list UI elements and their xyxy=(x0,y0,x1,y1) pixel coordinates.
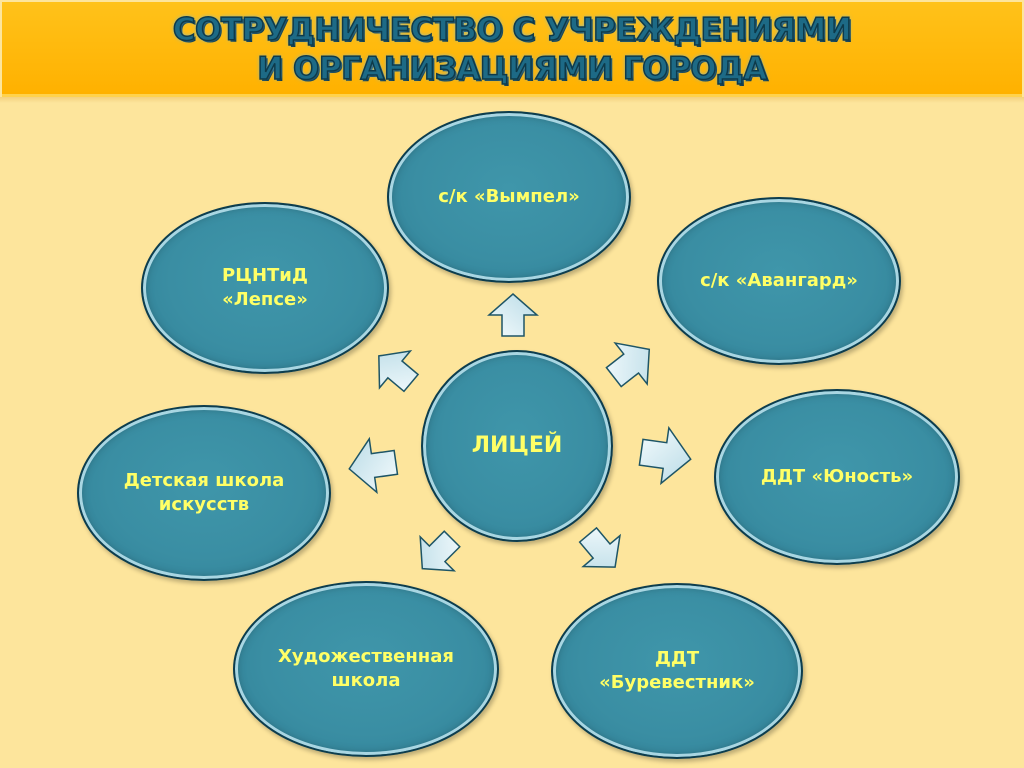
node-label: ДДТ «Юность» xyxy=(760,466,914,487)
node-label: РЦНТиД «Лепсе» xyxy=(222,265,308,310)
node-yunost: ДДТ «Юность» xyxy=(714,389,960,565)
arrow-to-art-school xyxy=(419,530,461,572)
arrow-to-avangard xyxy=(605,341,651,388)
header-divider xyxy=(0,97,1024,103)
node-avangard: с/к «Авангард» xyxy=(657,197,901,365)
arrow-to-burevestnik xyxy=(578,526,622,568)
node-center-lyceum: ЛИЦЕЙ xyxy=(421,350,613,542)
page-title-line-2: И ОРГАНИЗАЦИЯМИ ГОРОДА xyxy=(257,50,768,88)
arrow-to-vympel xyxy=(487,293,539,337)
node-rcntid-lepse: РЦНТиД «Лепсе» xyxy=(141,202,389,374)
center-label: ЛИЦЕЙ xyxy=(471,433,563,458)
node-vympel: с/к «Вымпел» xyxy=(387,111,631,283)
arrow-to-arts-school-children xyxy=(348,436,399,495)
node-label: ДДТ «Буревестник» xyxy=(599,648,755,693)
node-children-arts-school: Детская школа искусств xyxy=(77,405,331,581)
node-burevestnik: ДДТ «Буревестник» xyxy=(551,583,803,759)
node-art-school: Художественная школа xyxy=(233,581,499,757)
title-banner: СОТРУДНИЧЕСТВО С УЧРЕЖДЕНИЯМИ И ОРГАНИЗА… xyxy=(2,2,1022,97)
node-label: с/к «Авангард» xyxy=(700,270,858,291)
node-label: Художественная школа xyxy=(278,646,454,691)
page-title-line-1: СОТРУДНИЧЕСТВО С УЧРЕЖДЕНИЯМИ xyxy=(172,11,852,49)
node-label: с/к «Вымпел» xyxy=(438,186,580,207)
arrow-to-rcntid xyxy=(378,349,420,393)
arrow-to-yunost xyxy=(638,425,692,486)
node-label: Детская школа искусств xyxy=(123,470,285,515)
